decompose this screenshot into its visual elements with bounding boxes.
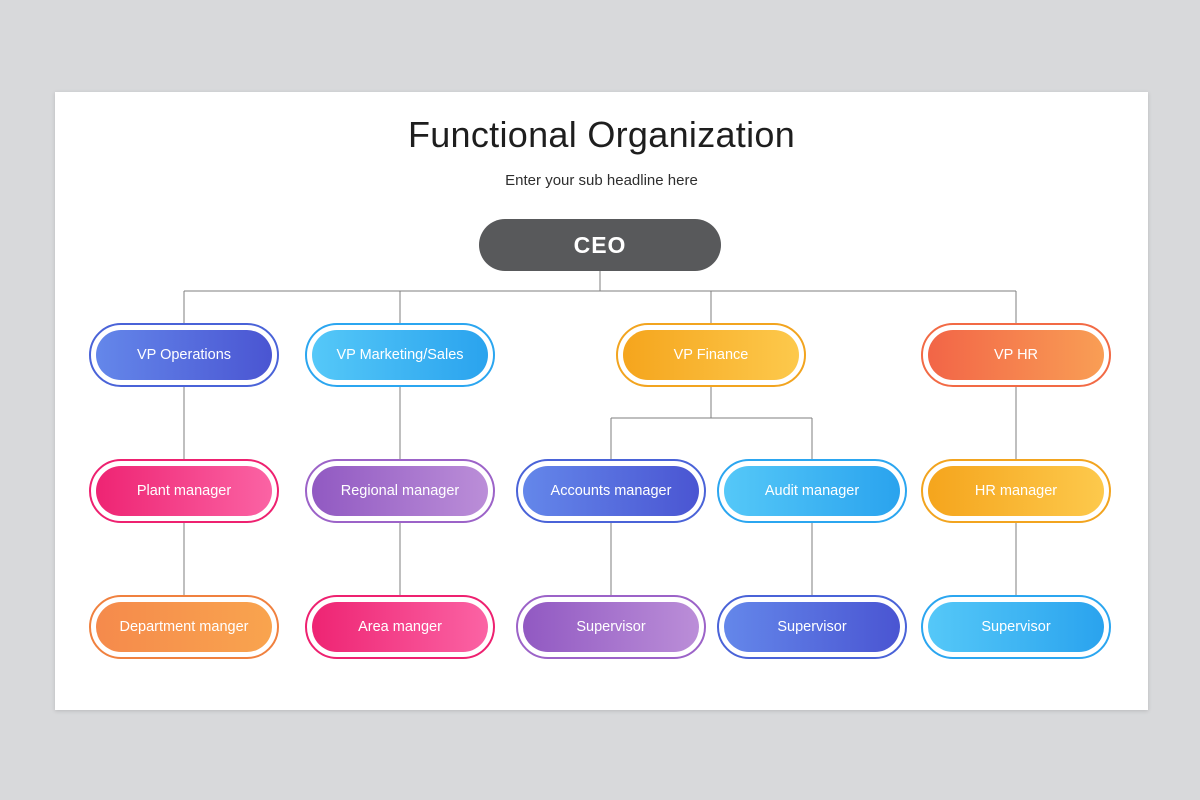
- node-label: Supervisor: [928, 602, 1104, 652]
- node-label: VP Finance: [623, 330, 799, 380]
- node-plant-manager: Plant manager: [89, 459, 279, 523]
- node-supervisor-accounts: Supervisor: [516, 595, 706, 659]
- node-label: VP Marketing/Sales: [312, 330, 488, 380]
- node-label: HR manager: [928, 466, 1104, 516]
- node-supervisor-audit: Supervisor: [717, 595, 907, 659]
- diagram-subtitle: Enter your sub headline here: [505, 172, 698, 189]
- node-vp-marketing-sales: VP Marketing/Sales: [305, 323, 495, 387]
- node-label: Accounts manager: [523, 466, 699, 516]
- node-label: Regional manager: [312, 466, 488, 516]
- node-label: Supervisor: [523, 602, 699, 652]
- node-ceo: CEO: [479, 219, 721, 271]
- node-accounts-manager: Accounts manager: [516, 459, 706, 523]
- slide: Functional Organization Enter your sub h…: [55, 92, 1148, 710]
- node-label: Audit manager: [724, 466, 900, 516]
- node-label: Area manger: [312, 602, 488, 652]
- diagram-title: Functional Organization: [407, 114, 796, 155]
- node-vp-finance: VP Finance: [616, 323, 806, 387]
- node-audit-manager: Audit manager: [717, 459, 907, 523]
- node-hr-manager: HR manager: [921, 459, 1111, 523]
- node-vp-operations: VP Operations: [89, 323, 279, 387]
- node-label: Plant manager: [96, 466, 272, 516]
- connector-lines: [183, 271, 1017, 595]
- node-department-manger: Department manger: [89, 595, 279, 659]
- node-label: VP Operations: [96, 330, 272, 380]
- node-label: Department manger: [96, 602, 272, 652]
- node-supervisor-hr: Supervisor: [921, 595, 1111, 659]
- node-regional-manager: Regional manager: [305, 459, 495, 523]
- node-area-manger: Area manger: [305, 595, 495, 659]
- node-label: Supervisor: [724, 602, 900, 652]
- node-vp-hr: VP HR: [921, 323, 1111, 387]
- node-label: VP HR: [928, 330, 1104, 380]
